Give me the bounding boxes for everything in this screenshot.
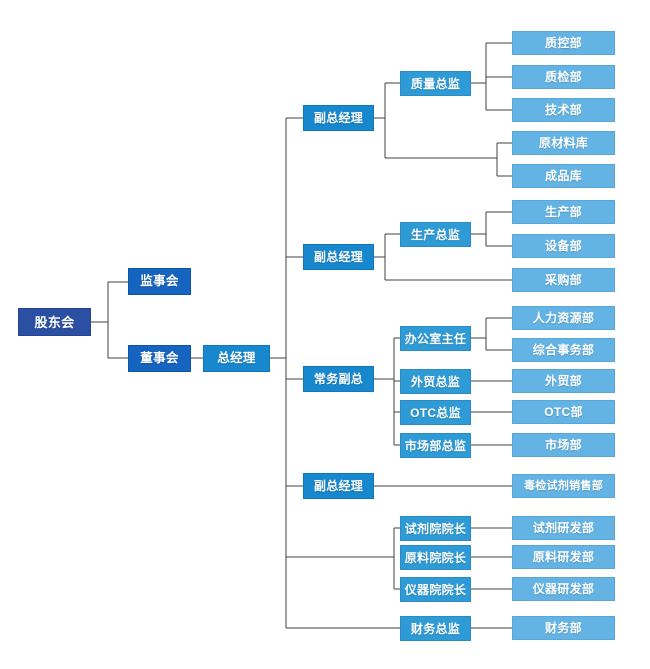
node-shareholders[interactable]: 股东会	[18, 308, 91, 336]
node-dept-foreign-trade[interactable]: 外贸部	[512, 369, 615, 393]
node-vp-production[interactable]: 副总经理	[303, 244, 374, 270]
node-board-of-directors[interactable]: 董事会	[128, 345, 191, 372]
node-supervisory-board[interactable]: 监事会	[128, 268, 191, 295]
node-dean-material-institute[interactable]: 原料院院长	[400, 545, 471, 570]
node-dept-production[interactable]: 生产部	[512, 200, 615, 224]
node-director-otc[interactable]: OTC总监	[400, 400, 471, 425]
node-dept-raw-material-warehouse[interactable]: 原材料库	[512, 131, 615, 155]
node-dept-reagent-rd[interactable]: 试剂研发部	[512, 516, 615, 540]
node-dept-marketing[interactable]: 市场部	[512, 433, 615, 457]
node-dept-toxicology-reagent-sales[interactable]: 毒检试剂销售部	[512, 474, 615, 498]
node-general-manager[interactable]: 总经理	[203, 345, 270, 372]
node-cfo[interactable]: 财务总监	[400, 616, 471, 641]
node-dept-purchasing[interactable]: 采购部	[512, 268, 615, 292]
node-dept-finance[interactable]: 财务部	[512, 616, 615, 640]
node-dept-otc[interactable]: OTC部	[512, 400, 615, 424]
node-vp-sales[interactable]: 副总经理	[303, 473, 374, 499]
node-dept-general-affairs[interactable]: 综合事务部	[512, 338, 615, 362]
node-director-marketing[interactable]: 市场部总监	[400, 433, 471, 458]
node-dean-reagent-institute[interactable]: 试剂院院长	[400, 516, 471, 541]
node-dept-quality-inspection[interactable]: 质检部	[512, 65, 615, 89]
node-dept-technology[interactable]: 技术部	[512, 98, 615, 122]
node-executive-vp[interactable]: 常务副总	[303, 366, 374, 392]
node-dept-finished-goods-warehouse[interactable]: 成品库	[512, 164, 615, 188]
node-dept-instrument-rd[interactable]: 仪器研发部	[512, 577, 615, 601]
node-dean-instrument-institute[interactable]: 仪器院院长	[400, 577, 471, 602]
node-dept-equipment[interactable]: 设备部	[512, 234, 615, 258]
node-vp-quality[interactable]: 副总经理	[303, 105, 374, 131]
node-director-office[interactable]: 办公室主任	[400, 326, 471, 351]
node-dept-human-resources[interactable]: 人力资源部	[512, 306, 615, 330]
node-dept-quality-control[interactable]: 质控部	[512, 31, 615, 55]
node-director-foreign-trade[interactable]: 外贸总监	[400, 369, 471, 394]
node-director-quality[interactable]: 质量总监	[400, 71, 471, 96]
node-dept-material-rd[interactable]: 原料研发部	[512, 545, 615, 569]
node-director-production[interactable]: 生产总监	[400, 222, 471, 247]
